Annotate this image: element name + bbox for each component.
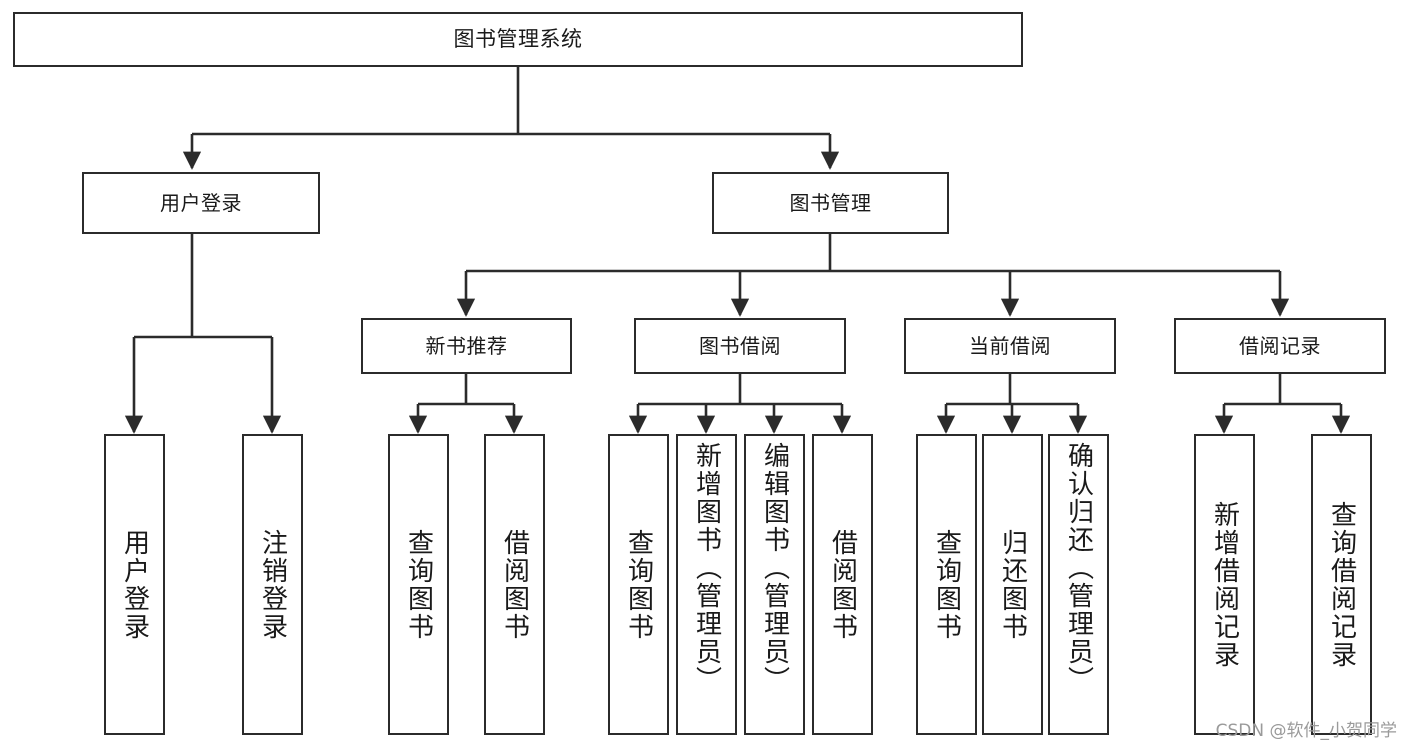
leaf-add-borrow-record[interactable]: 新增借阅记录 [1194,434,1255,735]
node-label: 注销登录 [257,528,288,641]
leaf-query-book-current[interactable]: 查询图书 [916,434,977,735]
leaf-logout-login[interactable]: 注销登录 [242,434,303,735]
node-label: 图书管理系统 [453,26,583,51]
leaf-edit-book-admin[interactable]: 编辑图书（管理员） [744,434,805,735]
leaf-return-book[interactable]: 归还图书 [982,434,1043,735]
watermark-text: CSDN @软件_小贺同学 [1215,721,1397,741]
node-label: 归还图书 [997,528,1028,641]
leaf-confirm-return-admin[interactable]: 确认归还（管理员） [1048,434,1109,735]
node-book-borrow[interactable]: 图书借阅 [634,318,846,374]
node-borrow-record[interactable]: 借阅记录 [1174,318,1386,374]
node-label: 新书推荐 [425,333,508,358]
node-label: 借阅图书 [827,528,858,641]
node-label: 用户登录 [160,190,242,215]
node-label: 确认归还（管理员） [1063,442,1094,694]
leaf-add-book-admin[interactable]: 新增图书（管理员） [676,434,737,735]
node-new-book-recommend[interactable]: 新书推荐 [361,318,572,374]
leaf-user-login[interactable]: 用户登录 [104,434,165,735]
node-label: 用户登录 [119,528,150,641]
leaf-query-borrow-record[interactable]: 查询借阅记录 [1311,434,1372,735]
node-label: 借阅图书 [499,528,530,641]
node-book-management[interactable]: 图书管理 [712,172,949,234]
node-label: 新增图书（管理员） [691,442,722,694]
node-label: 图书管理 [789,190,872,215]
leaf-query-book-borrow[interactable]: 查询图书 [608,434,669,735]
leaf-borrow-book-recommend[interactable]: 借阅图书 [484,434,545,735]
node-label: 查询借阅记录 [1326,500,1357,669]
node-label: 新增借阅记录 [1209,500,1240,669]
node-root-system[interactable]: 图书管理系统 [13,12,1023,67]
node-label: 当前借阅 [969,333,1051,358]
node-label: 编辑图书（管理员） [759,442,790,694]
leaf-borrow-book[interactable]: 借阅图书 [812,434,873,735]
node-label: 查询图书 [931,528,962,641]
leaf-query-book-recommend[interactable]: 查询图书 [388,434,449,735]
node-user-login[interactable]: 用户登录 [82,172,320,234]
node-label: 查询图书 [403,528,434,641]
node-current-borrow[interactable]: 当前借阅 [904,318,1116,374]
node-label: 图书借阅 [699,333,781,358]
node-label: 查询图书 [623,528,654,641]
node-label: 借阅记录 [1239,333,1321,358]
